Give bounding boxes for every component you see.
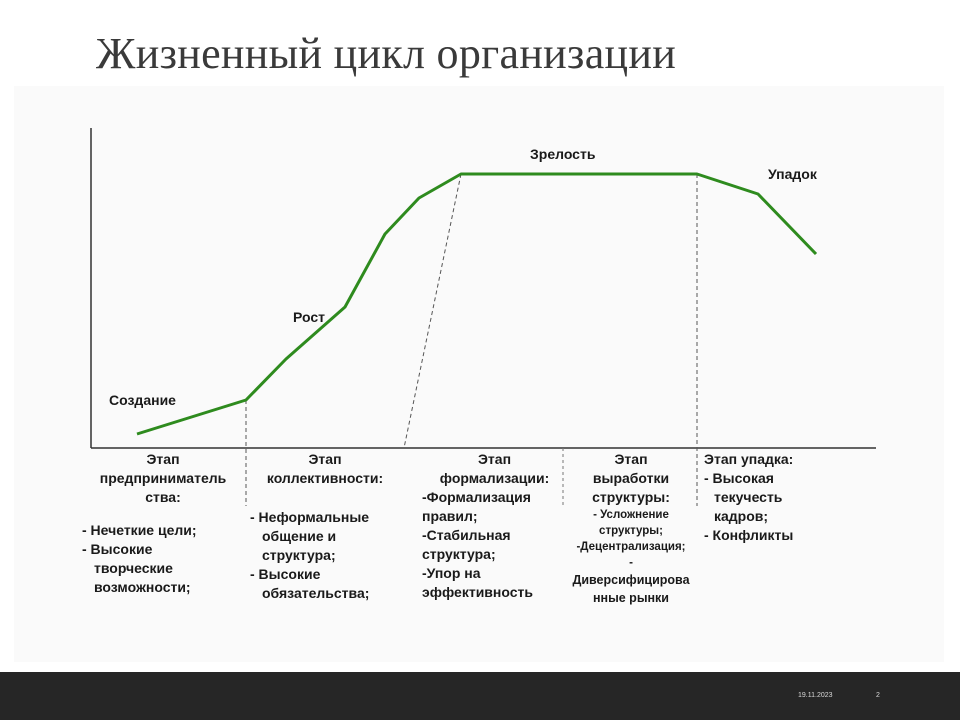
stage-item: текучесть xyxy=(714,489,783,505)
stage-item: -Децентрализация; xyxy=(576,541,686,553)
stage-item: Диверсифицирова xyxy=(572,573,690,587)
footer-bar: 19.11.2023 2 xyxy=(0,672,960,720)
stage-item: кадров; xyxy=(714,508,769,524)
stage-collectivity: Этап коллективности: - Неформальные обще… xyxy=(250,450,400,603)
stage-item: структуры; xyxy=(599,525,663,537)
stage-decline: Этап упадка: - Высокая текучесть кадров;… xyxy=(704,450,834,545)
life-cycle-diagram: Создание Рост Зрелость Упадок Этап предп… xyxy=(14,86,944,662)
stage-heading-line: Этап xyxy=(146,451,180,467)
page-number: 2 xyxy=(876,692,880,699)
stage-item: - Усложнение xyxy=(593,509,669,521)
slide-title: Жизненный цикл организации xyxy=(96,29,677,78)
stage-item: нные рынки xyxy=(592,591,669,605)
stage-heading-line: коллективности: xyxy=(266,470,384,486)
stage-item: - Высокие xyxy=(82,541,153,557)
stage-item: -Формализация xyxy=(422,489,531,505)
stage-item: общение и xyxy=(262,528,337,544)
phase-label-growth: Рост xyxy=(293,309,325,325)
stage-item: возможности; xyxy=(94,579,191,595)
stage-item: эффективность xyxy=(422,584,533,600)
stage-heading-line: ства: xyxy=(145,489,181,505)
phase-label-decline: Упадок xyxy=(768,166,817,182)
stage-heading-line: структуры: xyxy=(592,489,670,505)
phase-label-creation: Создание xyxy=(109,392,176,408)
stage-item: обязательства; xyxy=(262,585,370,601)
life-cycle-curve xyxy=(136,172,818,436)
stage-item: - Конфликты xyxy=(704,527,794,543)
footer-date: 19.11.2023 xyxy=(798,692,833,699)
stage-heading-line: формализации: xyxy=(439,470,550,486)
stage-item: правил; xyxy=(422,508,478,524)
stage-divider xyxy=(403,173,462,449)
stage-item: структура; xyxy=(422,546,496,562)
stage-heading-line: предприниматель xyxy=(99,470,227,486)
stage-heading-line: Этап xyxy=(477,451,512,467)
diagram-lines xyxy=(90,128,876,506)
stage-item: -Упор на xyxy=(422,565,481,581)
stage-entrepreneurship: Этап предприниматель ства: - Нечеткие це… xyxy=(82,450,244,597)
phase-label-maturity: Зрелость xyxy=(530,146,596,162)
stage-item: - Высокая xyxy=(704,470,774,486)
stage-heading-line: Этап xyxy=(614,451,648,467)
stage-heading-line: Этап упадка: xyxy=(704,451,794,467)
stage-item: структура; xyxy=(262,547,336,563)
stage-item: творческие xyxy=(94,560,173,576)
stage-heading-line: выработки xyxy=(592,470,670,486)
stage-item: - Нечеткие цели; xyxy=(82,522,197,538)
stage-item: -Стабильная xyxy=(422,527,511,543)
stage-structure-elaboration: Этап выработки структуры: - Усложнение с… xyxy=(564,450,698,607)
stage-item: - xyxy=(629,557,633,569)
stage-item: - Высокие xyxy=(250,566,321,582)
stage-heading-line: Этап xyxy=(308,451,342,467)
stage-formalization: Этап формализации: -Формализация правил;… xyxy=(422,450,567,602)
stage-item: - Неформальные xyxy=(250,509,370,525)
